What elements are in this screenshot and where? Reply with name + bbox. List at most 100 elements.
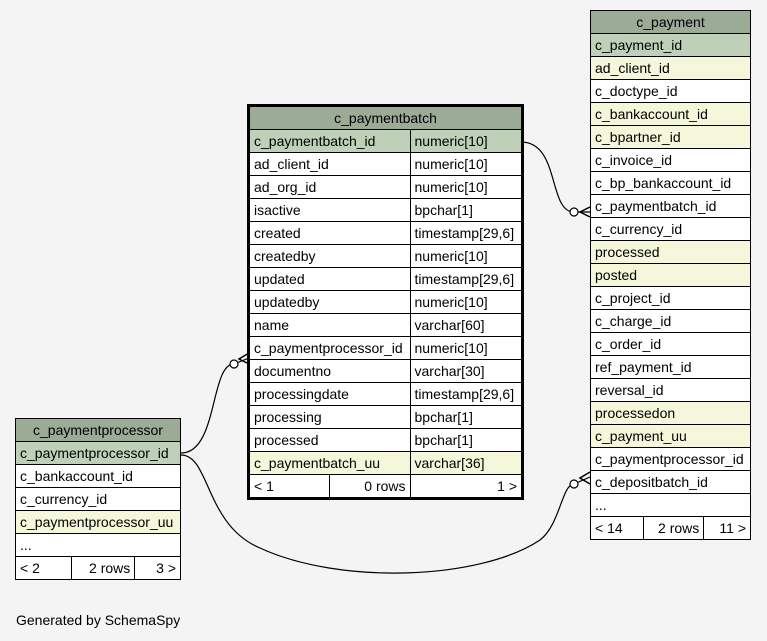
table-row[interactable]: c_charge_id (590, 309, 751, 333)
table-row[interactable]: ad_client_id (590, 56, 751, 80)
table-row[interactable]: c_bp_bankaccount_id (590, 171, 751, 195)
table-row[interactable]: c_order_id (590, 332, 751, 356)
column-name[interactable]: processed (590, 240, 751, 264)
table-row[interactable]: posted (590, 263, 751, 287)
column-name[interactable]: c_invoice_id (590, 148, 751, 172)
column-name[interactable]: c_project_id (590, 286, 751, 310)
column-name[interactable]: c_depositbatch_id (590, 470, 751, 494)
table-row[interactable]: processedon (590, 401, 751, 425)
column-type: timestamp[29,6] (409, 382, 522, 406)
parents-count[interactable]: < 2 (15, 556, 72, 580)
children-count[interactable]: 11 > (703, 516, 751, 540)
table-row[interactable]: reversal_id (590, 378, 751, 402)
column-name[interactable]: processed (249, 428, 411, 452)
link-end-circle (569, 479, 579, 489)
table-row[interactable]: ... (590, 493, 751, 517)
column-name[interactable]: name (249, 313, 411, 337)
column-name[interactable]: c_order_id (590, 332, 751, 356)
column-name[interactable]: c_bp_bankaccount_id (590, 171, 751, 195)
parents-count[interactable]: < 1 (249, 474, 330, 498)
children-count[interactable]: 3 > (134, 556, 181, 580)
column-name[interactable]: c_bpartner_id (590, 125, 751, 149)
column-name[interactable]: c_paymentprocessor_id (249, 336, 411, 360)
column-name[interactable]: createdby (249, 244, 411, 268)
table-row[interactable]: ... (15, 533, 181, 557)
column-name[interactable]: c_currency_id (590, 217, 751, 241)
column-name[interactable]: processedon (590, 401, 751, 425)
column-name[interactable]: ad_client_id (590, 56, 751, 80)
column-name[interactable]: ad_org_id (249, 175, 411, 199)
column-name[interactable]: processingdate (249, 382, 411, 406)
column-name[interactable]: ... (590, 493, 751, 517)
column-name[interactable]: c_charge_id (590, 309, 751, 333)
table-row[interactable]: c_payment_uu (590, 424, 751, 448)
column-name[interactable]: c_paymentprocessor_uu (15, 510, 181, 534)
table-row[interactable]: c_depositbatch_id (590, 470, 751, 494)
column-name[interactable]: ad_client_id (249, 152, 411, 176)
parents-count[interactable]: < 14 (590, 516, 644, 540)
column-name[interactable]: c_bankaccount_id (15, 464, 181, 488)
column-name[interactable]: c_paymentbatch_uu (249, 451, 411, 475)
table-row[interactable]: c_paymentprocessor_id (590, 447, 751, 471)
table-row[interactable]: c_project_id (590, 286, 751, 310)
table-row[interactable]: c_doctype_id (590, 79, 751, 103)
column-type: numeric[10] (409, 152, 522, 176)
table-c-paymentprocessor[interactable]: c_paymentprocessor c_paymentprocessor_id… (15, 418, 181, 580)
table-row[interactable]: c_currency_id (590, 217, 751, 241)
table-row[interactable]: c_invoice_id (590, 148, 751, 172)
table-title[interactable]: c_paymentprocessor (15, 418, 181, 442)
column-name[interactable]: c_doctype_id (590, 79, 751, 103)
column-name[interactable]: c_currency_id (15, 487, 181, 511)
column-name[interactable]: posted (590, 263, 751, 287)
crowfoot-icon (578, 206, 591, 218)
table-row[interactable]: processed (590, 240, 751, 264)
column-name[interactable]: ... (15, 533, 181, 557)
column-name[interactable]: c_paymentprocessor_id (15, 441, 181, 465)
column-name[interactable]: c_payment_id (590, 33, 751, 57)
table-row[interactable]: c_paymentprocessor_id (15, 441, 181, 465)
column-name[interactable]: c_paymentprocessor_id (590, 447, 751, 471)
table-row[interactable]: c_bpartner_id (590, 125, 751, 149)
column-name[interactable]: c_paymentbatch_id (249, 129, 411, 153)
column-name[interactable]: c_bankaccount_id (590, 102, 751, 126)
column-name[interactable]: updated (249, 267, 411, 291)
children-count[interactable]: 1 > (409, 474, 522, 498)
column-name[interactable]: updatedby (249, 290, 411, 314)
table-row[interactable]: c_bankaccount_id (590, 102, 751, 126)
table-row[interactable]: c_paymentprocessor_uu (15, 510, 181, 534)
row-count: 2 rows (642, 516, 705, 540)
table-row[interactable]: ref_payment_id (590, 355, 751, 379)
column-name[interactable]: ref_payment_id (590, 355, 751, 379)
table-row[interactable]: c_paymentbatch_id (590, 194, 751, 218)
table-row[interactable]: c_currency_id (15, 487, 181, 511)
table-row[interactable]: c_bankaccount_id (15, 464, 181, 488)
column-name[interactable]: c_payment_uu (590, 424, 751, 448)
table-title[interactable]: c_paymentbatch (249, 106, 522, 130)
column-name[interactable]: created (249, 221, 411, 245)
column-name[interactable]: isactive (249, 198, 411, 222)
column-name[interactable]: c_paymentbatch_id (590, 194, 751, 218)
column-name[interactable]: reversal_id (590, 378, 751, 402)
column-name[interactable]: documentno (249, 359, 411, 383)
column-name[interactable]: processing (249, 405, 411, 429)
table-row[interactable]: c_payment_id (590, 33, 751, 57)
table-title[interactable]: c_payment (590, 10, 751, 34)
table-footer: < 14 2 rows 11 > (590, 516, 751, 540)
